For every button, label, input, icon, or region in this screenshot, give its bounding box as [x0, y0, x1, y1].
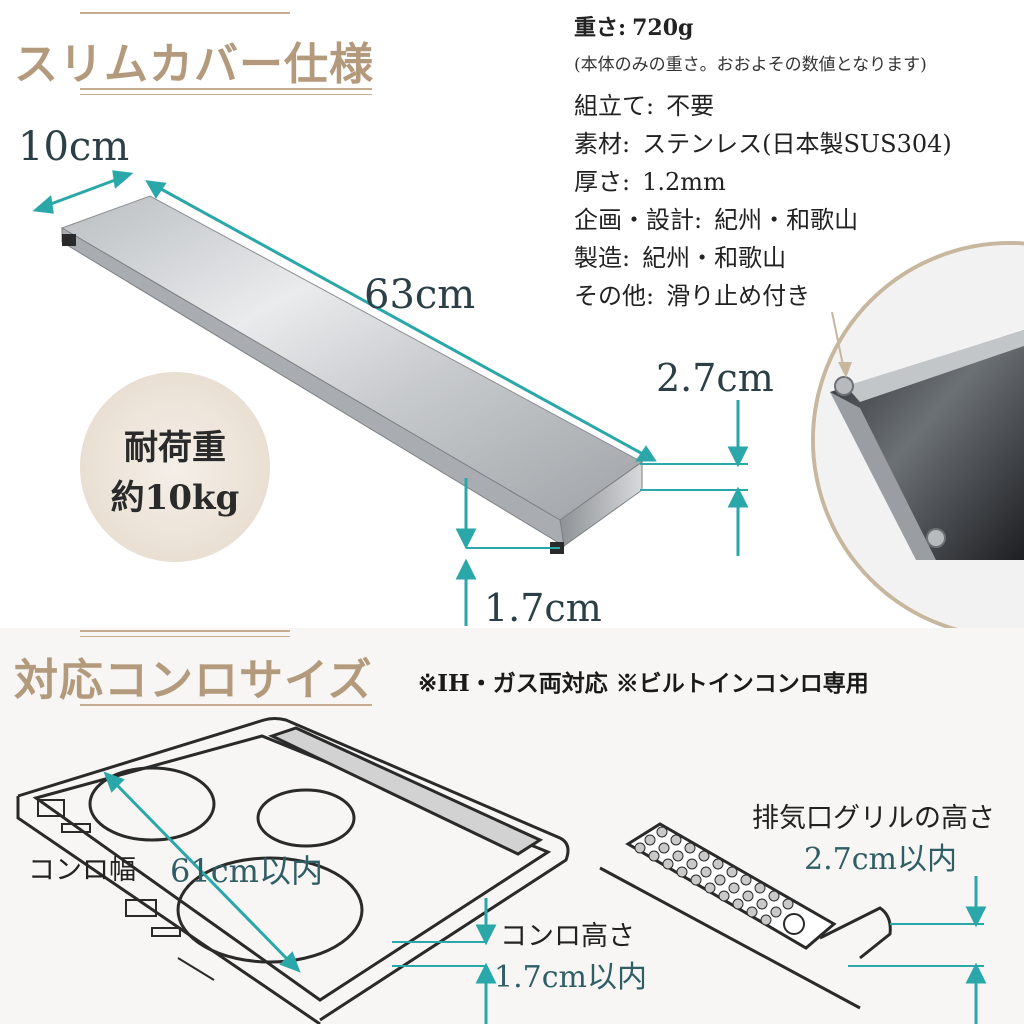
spec-assembly: 組立て: 不要 — [574, 86, 714, 121]
exhaust-strip — [268, 726, 544, 856]
anti-slip-zoom — [811, 241, 1024, 628]
exhaust-grill-icon — [599, 822, 892, 1010]
spec-other-label: その他: — [574, 282, 655, 310]
stove-width-value: 61cm以内 — [170, 852, 323, 890]
control-panel — [37, 799, 215, 981]
spec-design-label: 企画・設計: — [574, 206, 703, 234]
grill-height-label: 排気口グリルの高さ — [752, 803, 995, 834]
spec-material-label: 素材: — [574, 130, 631, 158]
anti-slip-foot — [62, 234, 76, 246]
spec-thickness-value: 1.2mm — [642, 168, 726, 196]
slim-cover — [60, 195, 643, 554]
section-title-stove: 対応コンロサイズ — [14, 655, 373, 706]
spec-design-value: 紀州・和歌山 — [714, 206, 859, 234]
dim-width: 10cm — [18, 124, 130, 170]
spec-manufacture-value: 紀州・和歌山 — [642, 244, 787, 272]
stove-height-arrow — [392, 898, 497, 1024]
title-rule-bottom-thin — [80, 94, 372, 95]
spec-material: 素材: ステンレス(日本製SUS304) — [574, 124, 952, 159]
anti-slip-dot — [834, 376, 854, 396]
title2-rule-top-thin — [80, 636, 290, 637]
dim-height-outer: 2.7cm — [656, 356, 774, 400]
spec-thickness: 厚さ: 1.2mm — [574, 162, 726, 197]
grill-height-value: 2.7cm以内 — [804, 842, 957, 877]
spec-weight-label: 重さ: — [574, 15, 627, 41]
burner-icon — [88, 766, 216, 842]
title2-rule-top — [80, 630, 290, 632]
burner-icon — [176, 856, 364, 964]
spec-thickness-label: 厚さ: — [574, 168, 631, 196]
spec-assembly-value: 不要 — [666, 92, 715, 120]
stove-height-label: コンロ高さ — [500, 921, 635, 952]
dimension-arrows — [32, 170, 749, 626]
anti-slip-dot — [926, 528, 946, 548]
stove-outline — [16, 717, 570, 1024]
stove-width-label: コンロ幅 — [28, 855, 136, 886]
spec-other: その他: 滑り止め付き — [574, 276, 810, 311]
title-rule-top — [80, 12, 290, 14]
compat-note: ※IH・ガス両対応 ※ビルトインコンロ専用 — [418, 670, 869, 697]
spec-other-value: 滑り止め付き — [666, 282, 811, 310]
spec-weight: 重さ:720g — [574, 10, 693, 42]
spec-weight-value: 720g — [632, 15, 694, 41]
stove-width-arrow — [103, 771, 301, 973]
title2-rule-bottom — [80, 704, 372, 706]
grill-height-arrow — [848, 876, 987, 1024]
stove-height-value: 1.7cm以内 — [494, 960, 647, 995]
spec-assembly-label: 組立て: — [574, 92, 655, 120]
spec-design: 企画・設計: 紀州・和歌山 — [574, 200, 858, 235]
badge-line1: 耐荷重 — [124, 428, 226, 468]
load-capacity-badge: 耐荷重 約10kg — [80, 372, 270, 562]
dim-height-inner: 1.7cm — [484, 586, 602, 630]
spec-manufacture-label: 製造: — [574, 244, 631, 272]
dim-length: 63cm — [364, 272, 476, 318]
section-title-spec: スリムカバー仕様 — [14, 39, 374, 90]
burner-icon — [256, 788, 356, 848]
product-illustration — [32, 170, 1024, 628]
spec-manufacture: 製造: 紀州・和歌山 — [574, 238, 786, 273]
badge-line2: 約10kg — [110, 478, 240, 518]
spec-weight-note: (本体のみの重さ。おおよその数値となります) — [574, 55, 927, 75]
spec-material-value: ステンレス(日本製SUS304) — [642, 130, 952, 158]
title-rule-bottom — [80, 88, 372, 90]
stove-illustration — [16, 717, 987, 1024]
